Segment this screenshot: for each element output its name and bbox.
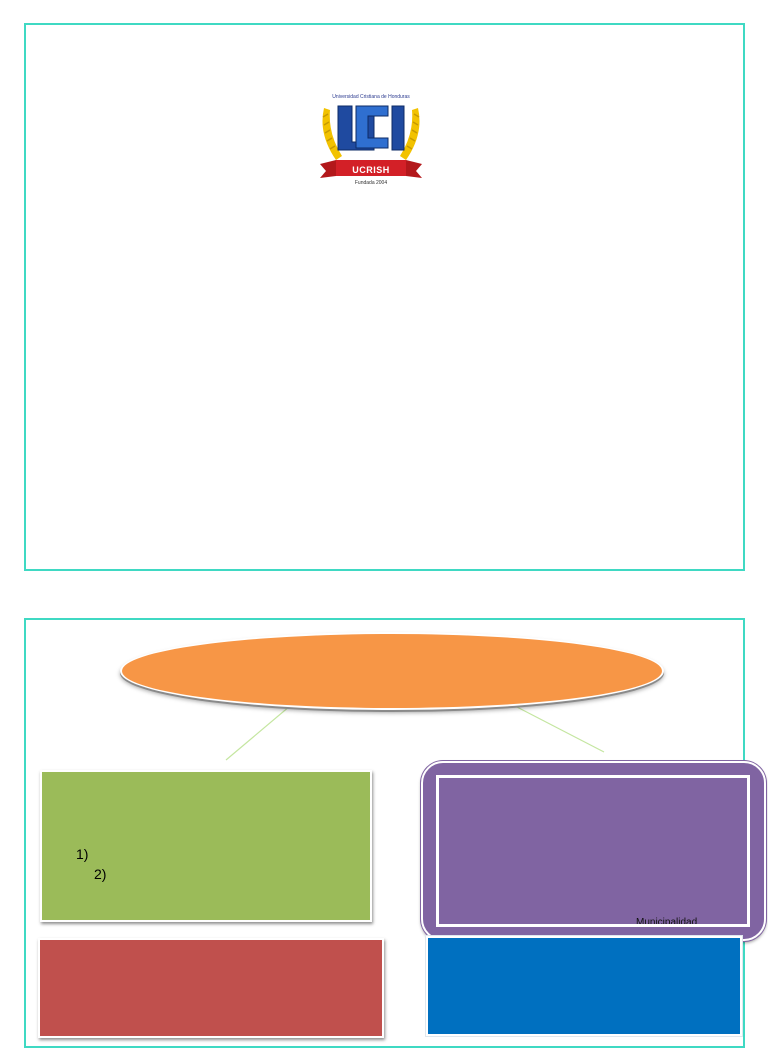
- university-logo: Universidad Cristiana de Honduras UCRISH…: [316, 94, 426, 190]
- red-box: [38, 938, 384, 1038]
- page-frame-top: [24, 23, 745, 571]
- green-box: 1) 2): [40, 770, 372, 922]
- list-item: 1): [76, 846, 89, 862]
- list-item: 2): [94, 866, 107, 882]
- blue-box: [426, 936, 742, 1036]
- logo-acronym: UCRISH: [352, 165, 390, 175]
- logo-founded: Fundada 2004: [354, 180, 388, 186]
- purple-box-label: Municipalidad: [636, 917, 698, 928]
- purple-inner-frame: [436, 775, 750, 927]
- top-ellipse-node: [120, 632, 664, 710]
- logo-university-name: Universidad Cristiana de Honduras: [332, 94, 410, 100]
- logo-crest-icon: [320, 105, 422, 178]
